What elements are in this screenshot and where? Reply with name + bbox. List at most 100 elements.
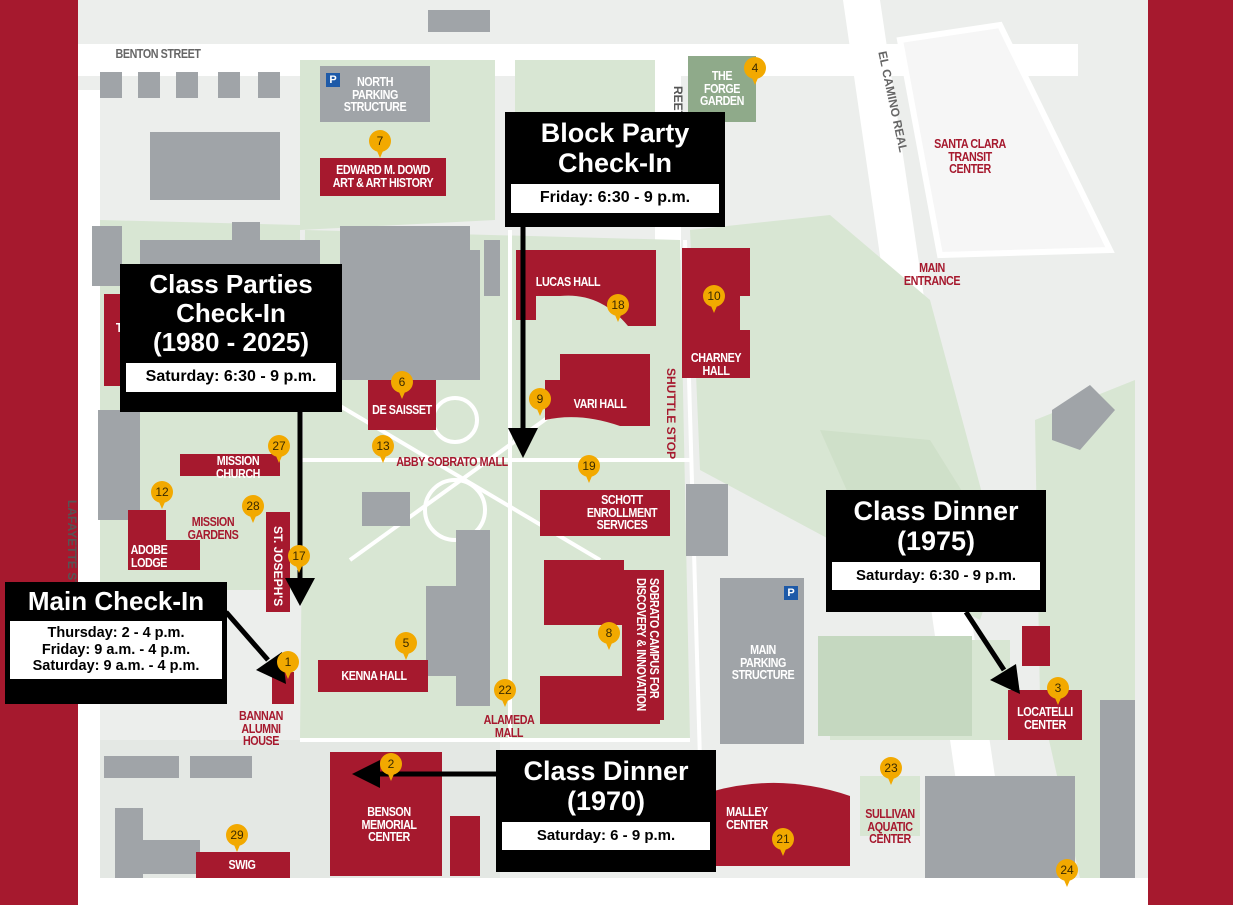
callout-title: Main Check-In (27, 586, 205, 616)
location-pin[interactable]: 4 (744, 57, 766, 87)
class-dinner-1975-callout: Class Dinner (1975) Saturday: 6:30 - 9 p… (826, 490, 1046, 612)
callout-times: Saturday: 6:30 - 9 p.m. (832, 562, 1040, 590)
class-dinner-1970-callout: Class Dinner (1970) Saturday: 6 - 9 p.m. (496, 750, 716, 872)
locatelli-annex (1022, 626, 1050, 666)
parking-icon: P (326, 73, 340, 87)
malley-label: MALLEY CENTER (726, 805, 768, 832)
location-pin[interactable]: 9 (529, 388, 551, 418)
charney-hall-label: CHARNEY HALL (690, 351, 742, 378)
location-pin[interactable]: 22 (494, 679, 516, 709)
pin-number: 13 (376, 439, 390, 453)
callout-times: Friday: 6:30 - 9 p.m. (511, 184, 719, 213)
sullivan-green (860, 776, 920, 836)
callout-time: Friday: 9 a.m. - 4 p.m. (41, 641, 191, 658)
schott-label: SCHOTT ENROLLMENT SERVICES (586, 493, 658, 532)
location-pin[interactable]: 7 (369, 130, 391, 160)
pin-number: 23 (884, 761, 898, 775)
callout-time: Friday: 6:30 - 9 p.m. (539, 189, 691, 207)
arrow-main-checkin (224, 610, 270, 662)
pin-number: 19 (582, 459, 596, 473)
pin-number: 10 (707, 289, 721, 303)
red-buildings (104, 158, 1082, 878)
callout-times: Saturday: 6 - 9 p.m. (502, 822, 710, 850)
location-pin[interactable]: 24 (1056, 859, 1078, 889)
transit-center-lot (896, 21, 1115, 259)
callout-times: Saturday: 6:30 - 9 p.m. (126, 363, 336, 392)
lucas-hall-label: LUCAS HALL (535, 275, 601, 289)
lafayette-label: LAFAYETTE ST (65, 500, 79, 588)
main-checkin-callout: Main Check-In Thursday: 2 - 4 p.m. Frida… (5, 582, 227, 704)
pin-number: 22 (498, 683, 512, 697)
callout-time: Saturday: 6:30 - 9 p.m. (855, 567, 1017, 585)
location-pin[interactable]: 29 (226, 824, 248, 854)
location-pin[interactable]: 17 (288, 545, 310, 575)
vari-hall-label: VARI HALL (573, 397, 627, 411)
callout-times: Thursday: 2 - 4 p.m. Friday: 9 a.m. - 4 … (10, 621, 222, 680)
map-bottom-margin (78, 878, 1148, 905)
transit-center-label: SANTA CLARA TRANSIT CENTER (934, 137, 1006, 176)
shuttle-stop-label: SHUTTLE STOP (664, 368, 678, 460)
arrow-class-dinner-1975 (963, 610, 1007, 672)
callout-title: Class Dinner (1975) (853, 496, 1019, 557)
pin-number: 28 (246, 499, 260, 513)
callout-title: Block Party Check-In (540, 118, 690, 179)
kenna-hall-label: KENNA HALL (341, 669, 407, 683)
swig-label: SWIG (228, 858, 256, 872)
locatelli-label: LOCATELLI CENTER (1017, 705, 1073, 732)
benson-label: BENSON MEMORIAL CENTER (361, 805, 417, 844)
pin-number: 8 (605, 626, 613, 640)
main-parking-label: MAIN PARKING STRUCTURE (731, 643, 795, 682)
mission-church-label: MISSION CHURCH (215, 454, 260, 481)
pin-number: 3 (1054, 681, 1062, 695)
pin-number: 1 (284, 655, 292, 669)
de-saisset-label: DE SAISSET (372, 403, 432, 417)
dowd-label: EDWARD M. DOWD ART & ART HISTORY (332, 163, 434, 190)
pin-number: 5 (402, 636, 410, 650)
location-pin[interactable]: 3 (1047, 677, 1069, 707)
callout-time: Saturday: 6 - 9 p.m. (536, 827, 676, 845)
block-party-callout: Block Party Check-In Friday: 6:30 - 9 p.… (505, 112, 725, 227)
location-pin[interactable]: 12 (151, 481, 173, 511)
location-pin[interactable]: 5 (395, 632, 417, 662)
pin-number: 4 (751, 61, 759, 75)
location-pin[interactable]: 10 (703, 285, 725, 315)
adobe-lodge-label: ADOBE LODGE (130, 543, 168, 570)
pin-number: 9 (536, 392, 544, 406)
mission-gardens-label: MISSION GARDENS (187, 515, 239, 542)
pin-number: 2 (387, 757, 395, 771)
parking-icon: P (784, 586, 798, 600)
benton-street-label: BENTON STREET (115, 47, 201, 61)
north-parking-label: NORTH PARKING STRUCTURE (343, 75, 407, 114)
forge-garden-label: THE FORGE GARDEN (699, 69, 744, 108)
callout-title: Class Parties Check-In (1980 - 2025) (149, 269, 313, 358)
location-pin[interactable]: 13 (372, 435, 394, 465)
pin-number: 7 (376, 134, 384, 148)
location-pin[interactable]: 21 (772, 828, 794, 858)
pin-number: 29 (230, 828, 244, 842)
pin-number: 24 (1060, 863, 1074, 877)
st-josephs-label: ST. JOSEPH'S (271, 526, 285, 607)
athletic-field (818, 636, 972, 736)
location-pin[interactable]: 2 (380, 753, 402, 783)
callout-time: Saturday: 9 a.m. - 4 p.m. (32, 658, 200, 675)
callout-time: Saturday: 6:30 - 9 p.m. (145, 368, 317, 386)
bannan-alumni-label: BANNAN ALUMNI HOUSE (238, 709, 283, 748)
location-pin[interactable]: 18 (607, 294, 629, 324)
pin-number: 6 (398, 375, 406, 389)
abby-sobrato-mall-label: ABBY SOBRATO MALL (396, 455, 508, 469)
location-pin[interactable]: 19 (578, 455, 600, 485)
location-pin[interactable]: 28 (242, 495, 264, 525)
pin-number: 12 (155, 485, 169, 499)
location-pin[interactable]: 6 (391, 371, 413, 401)
class-parties-callout: Class Parties Check-In (1980 - 2025) Sat… (120, 264, 342, 412)
location-pin[interactable]: 23 (880, 757, 902, 787)
pin-number: 21 (776, 832, 790, 846)
location-pin[interactable]: 27 (268, 435, 290, 465)
edge-building-label: T (115, 321, 123, 335)
callout-time: Thursday: 2 - 4 p.m. (47, 625, 185, 642)
location-pin[interactable]: 8 (598, 622, 620, 652)
location-pin[interactable]: 1 (277, 651, 299, 681)
pin-number: 27 (272, 439, 286, 453)
right-frame (1148, 0, 1233, 905)
